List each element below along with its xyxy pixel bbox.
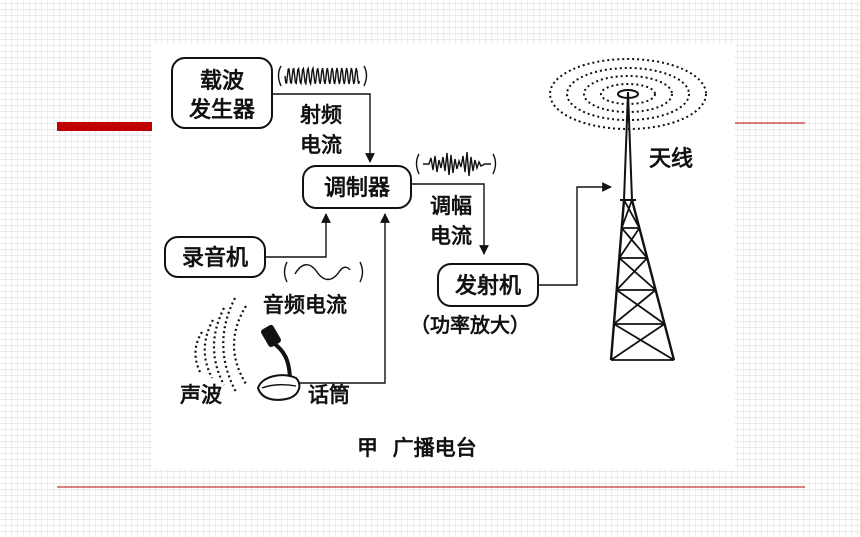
transmitter-to-antenna-arrow [538,182,612,286]
microphone-label: 话筒 [308,383,350,407]
sound-wave-label: 声波 [179,383,223,407]
carrier-generator-label-2: 发生器 [188,97,256,123]
modulator-to-transmitter-arrow [411,183,489,255]
audio-wave-glyph [283,261,364,283]
am-current-label-2: 电流 [430,224,472,248]
rf-current-label-2: 电流 [300,133,342,157]
figure-caption: 甲 广播电台 [357,436,477,460]
rf-current-label-1: 射频 [299,103,342,127]
modulator-block: 调制器 [302,165,412,209]
audio-current-label: 音频电流 [263,293,347,317]
antenna-tower-icon [549,58,707,361]
recorder-to-modulator-arrow [265,213,331,258]
carrier-to-modulator-arrow [272,93,375,163]
sound-wave-icon [194,297,247,393]
carrier-generator-block: 载波 发生器 [171,57,273,129]
power-amp-label: （功率放大） [410,313,530,337]
transmitter-block: 发射机 [437,263,539,307]
red-accent-bar [57,122,157,131]
microphone-icon [256,324,301,401]
recorder-block: 录音机 [164,236,266,278]
am-wave-glyph [415,151,497,177]
carrier-generator-label-1: 载波 [200,68,245,94]
rf-wave-glyph [277,65,368,87]
am-current-label-1: 调幅 [430,194,472,218]
recorder-label: 录音机 [182,245,248,271]
modulator-label: 调制器 [324,176,391,201]
transmitter-label: 发射机 [454,273,521,299]
microphone-to-modulator-arrow [298,213,390,384]
antenna-label: 天线 [649,146,693,172]
